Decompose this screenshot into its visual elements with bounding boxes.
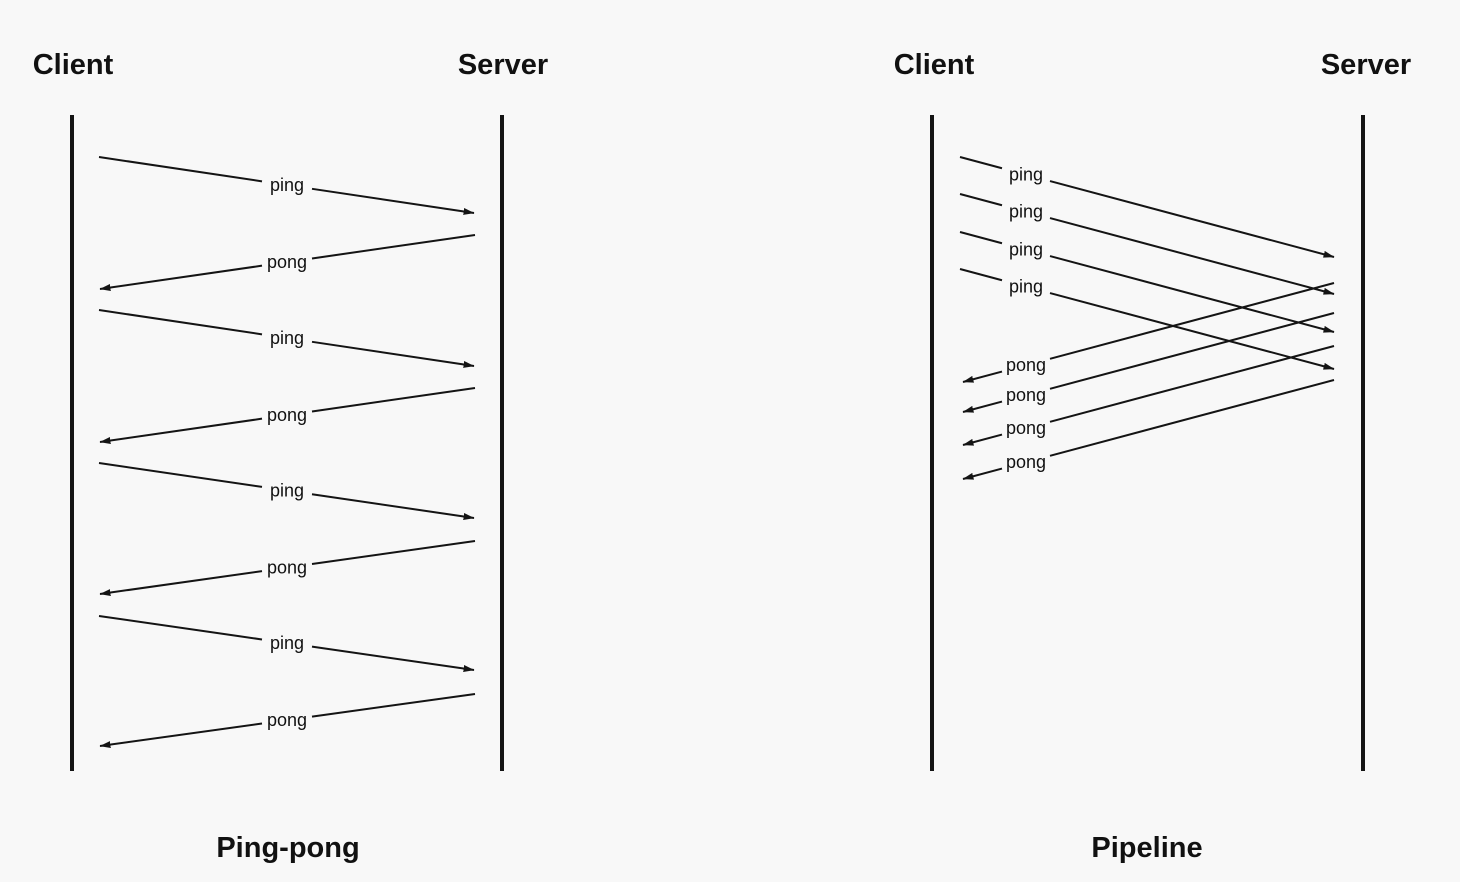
- message-label-pong: pong: [1006, 385, 1046, 405]
- message-line-pong: [962, 370, 1003, 383]
- message-line-ping: [98, 156, 263, 183]
- message-line-ping: [959, 268, 1003, 282]
- message-line-pong: [1049, 312, 1335, 390]
- message-label-ping: ping: [270, 328, 304, 348]
- message-line-ping: [311, 187, 475, 215]
- message-line-pong: [311, 540, 476, 566]
- message-label-pong: pong: [267, 252, 307, 272]
- message-label-pong: pong: [1006, 355, 1046, 375]
- message-line-ping: [1049, 292, 1335, 370]
- message-line-ping: [1049, 180, 1335, 258]
- actor-label-server-pingpong: Server: [457, 49, 549, 81]
- message-line-ping: [959, 231, 1003, 245]
- message-line-pong: [962, 400, 1003, 413]
- actor-label-client-pingpong: Client: [32, 49, 114, 81]
- message-line-pong: [311, 693, 476, 718]
- message-label-pong: pong: [267, 405, 307, 425]
- message-label-pong: pong: [267, 710, 307, 730]
- message-line-ping: [1049, 255, 1335, 333]
- message-label-ping: ping: [1009, 165, 1043, 185]
- message-label-ping: ping: [1009, 240, 1043, 260]
- message-line-pong: [962, 467, 1003, 480]
- message-label-ping: ping: [1009, 277, 1043, 297]
- message-line-pong: [1049, 379, 1335, 457]
- message-line-ping: [959, 156, 1003, 170]
- message-line-pong: [99, 417, 263, 444]
- message-label-ping: ping: [270, 175, 304, 195]
- message-label-ping: ping: [270, 481, 304, 501]
- message-line-pong: [99, 264, 263, 291]
- message-label-pong: pong: [267, 558, 307, 578]
- message-line-ping: [959, 193, 1003, 207]
- message-line-pong: [1049, 282, 1335, 360]
- message-line-ping: [98, 462, 263, 488]
- message-line-ping: [311, 645, 475, 672]
- message-line-pong: [99, 570, 263, 596]
- diagram-title-pingpong: Ping-pong: [216, 832, 360, 864]
- message-label-ping: ping: [270, 633, 304, 653]
- message-line-ping: [1049, 217, 1335, 295]
- message-line-pong: [311, 234, 476, 260]
- message-line-ping: [98, 615, 263, 641]
- message-line-pong: [962, 433, 1003, 446]
- message-line-ping: [98, 309, 263, 336]
- message-line-pong: [311, 387, 476, 413]
- message-line-pong: [99, 722, 263, 749]
- message-label-ping: ping: [1009, 202, 1043, 222]
- actor-label-server-pipeline: Server: [1320, 49, 1412, 81]
- diagram-title-pipeline: Pipeline: [1091, 832, 1203, 864]
- message-line-ping: [311, 493, 475, 520]
- message-label-pong: pong: [1006, 418, 1046, 438]
- message-line-ping: [311, 340, 475, 368]
- message-label-pong: pong: [1006, 452, 1046, 472]
- message-line-pong: [1049, 345, 1335, 423]
- actor-label-client-pipeline: Client: [893, 49, 975, 81]
